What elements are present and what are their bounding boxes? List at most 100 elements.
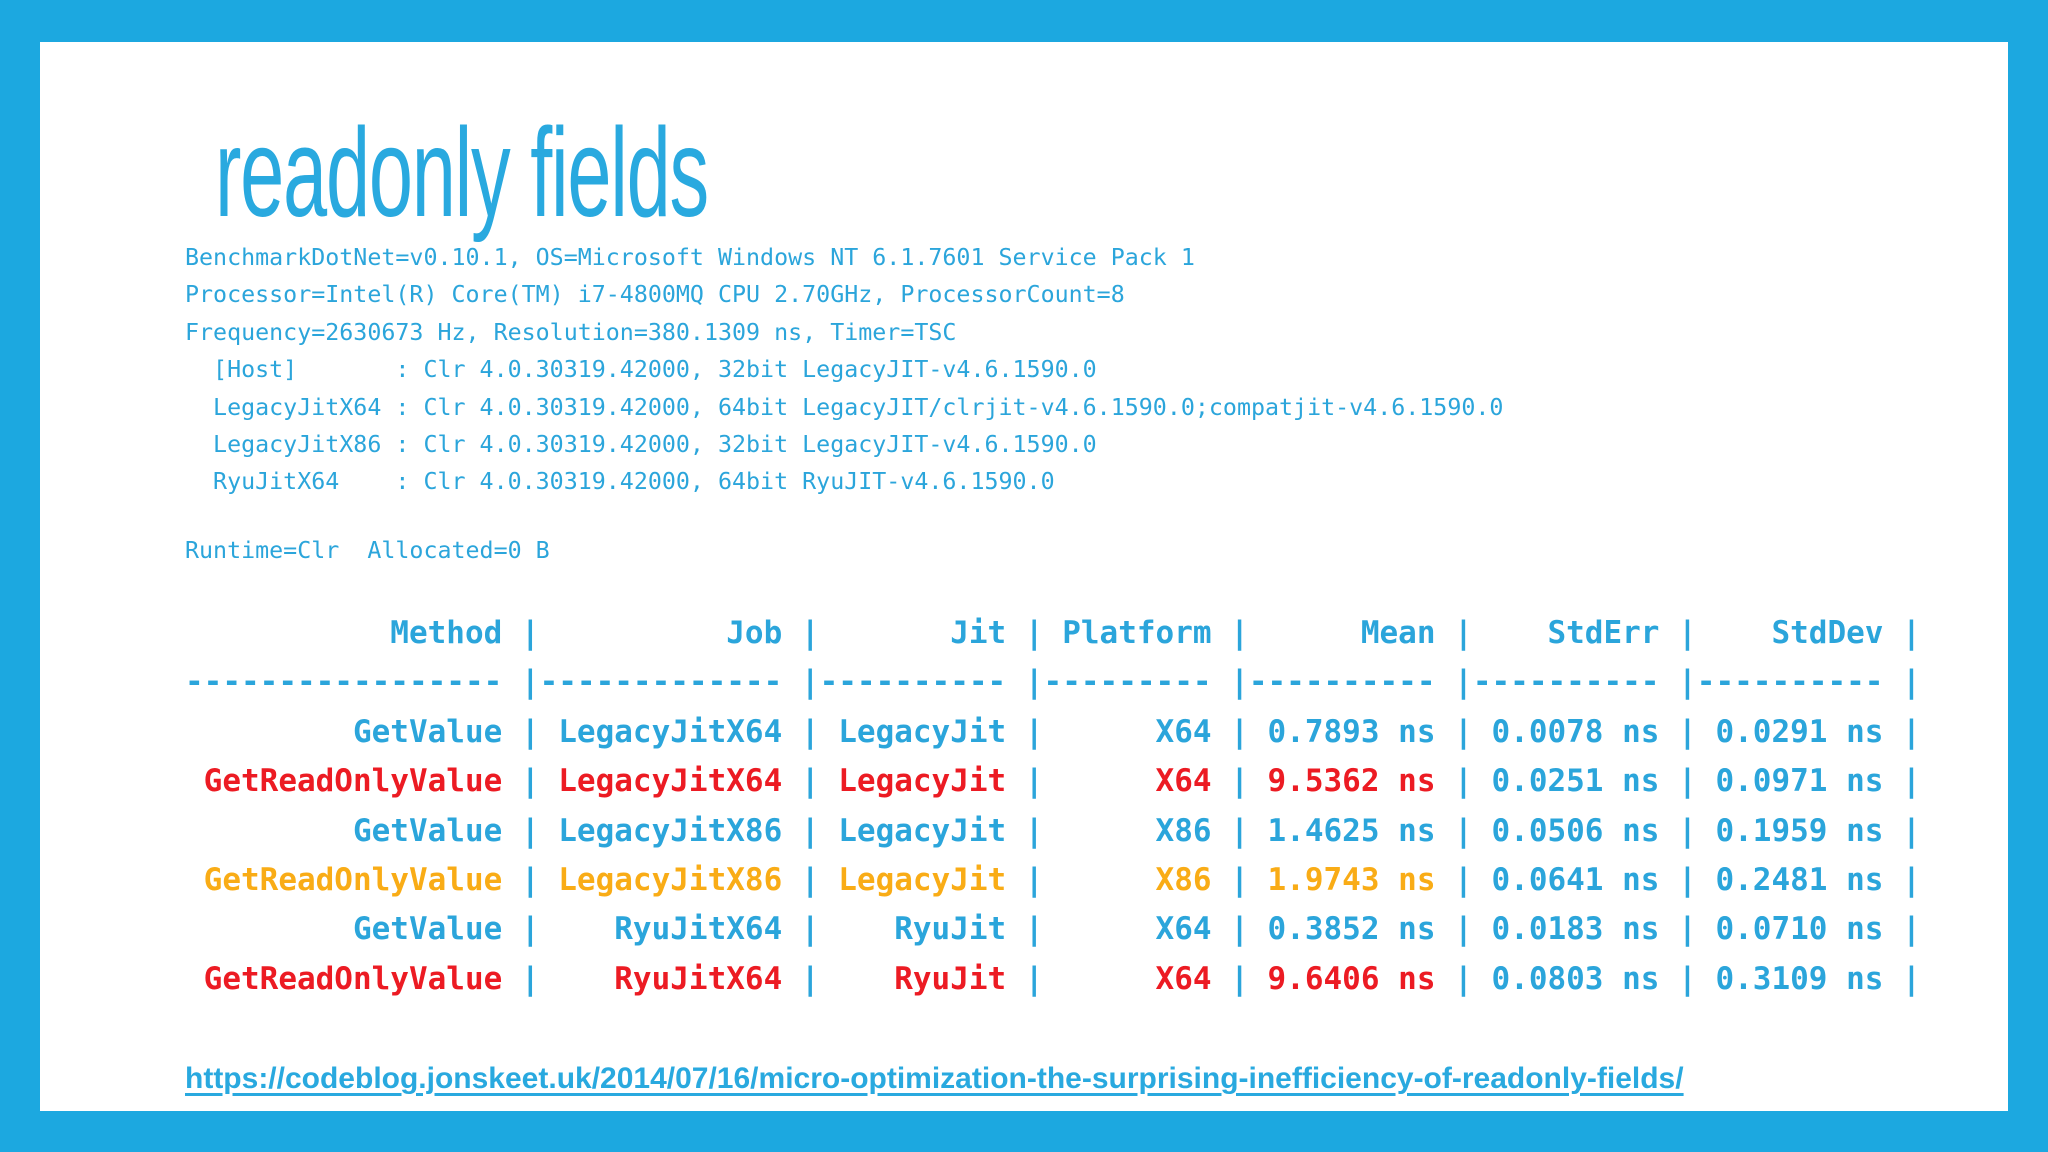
table-cell: LegacyJitX86 <box>539 812 783 849</box>
environment-line: BenchmarkDotNet=v0.10.1, OS=Microsoft Wi… <box>185 244 1195 271</box>
table-cell: LegacyJit <box>819 763 1007 800</box>
column-separator: | <box>1006 960 1044 997</box>
column-separator: | <box>1211 911 1249 948</box>
column-separator: | <box>782 763 820 800</box>
environment-line: LegacyJitX64 : Clr 4.0.30319.42000, 64bi… <box>185 393 1504 421</box>
column-separator: | <box>1659 911 1697 948</box>
table-cell: RyuJit <box>819 911 1007 948</box>
table-cell: 0.2481 ns <box>1696 862 1884 899</box>
source-link[interactable]: https://codeblog.jonskeet.uk/2014/07/16/… <box>185 1062 1684 1095</box>
runtime-summary: Runtime=Clr Allocated=0 B <box>185 537 550 564</box>
column-separator: | <box>502 615 540 651</box>
table-cell: 0.0803 ns <box>1472 960 1660 997</box>
column-separator: | <box>1435 812 1473 849</box>
column-separator: | <box>502 862 540 899</box>
column-header: Platform <box>1043 615 1212 651</box>
table-cell: X64 <box>1043 911 1212 948</box>
column-separator: | <box>1211 615 1249 651</box>
column-header: Job <box>539 615 783 651</box>
table-cell: LegacyJitX64 <box>539 763 783 800</box>
column-header: StdDev <box>1696 615 1884 651</box>
separator-dashes: ---------- <box>819 664 1007 701</box>
table-cell: 0.0251 ns <box>1472 763 1660 800</box>
column-separator: | <box>1883 960 1921 997</box>
table-cell: 0.0710 ns <box>1696 911 1884 948</box>
table-row: GetValue | RyuJitX64 | RyuJit | X64 | 0.… <box>185 905 1921 954</box>
column-header: Jit <box>819 615 1007 651</box>
column-separator: | <box>1659 615 1697 651</box>
column-separator: | <box>1883 615 1921 651</box>
table-row: GetValue | LegacyJitX86 | LegacyJit | X8… <box>185 807 1921 856</box>
column-separator: | <box>1659 812 1697 849</box>
table-cell: 9.5362 ns <box>1248 763 1436 800</box>
separator-dashes: --------- <box>1043 664 1212 701</box>
table-cell: 0.3852 ns <box>1248 911 1436 948</box>
column-separator: | <box>502 911 540 948</box>
column-separator: | <box>1006 664 1044 701</box>
column-header: Mean <box>1248 615 1436 651</box>
column-separator: | <box>502 763 540 800</box>
separator-dashes: ---------- <box>1696 664 1884 701</box>
column-separator: | <box>782 911 820 948</box>
column-separator: | <box>1435 763 1473 800</box>
column-separator: | <box>1211 862 1249 899</box>
column-header: StdErr <box>1472 615 1660 651</box>
table-cell: GetReadOnlyValue <box>185 862 503 899</box>
column-separator: | <box>1659 960 1697 997</box>
column-separator: | <box>782 812 820 849</box>
table-cell: 0.0641 ns <box>1472 862 1660 899</box>
column-separator: | <box>1006 812 1044 849</box>
table-header-row: Method | Job | Jit | Platform | Mean | S… <box>185 609 1921 658</box>
table-cell: LegacyJit <box>819 862 1007 899</box>
column-separator: | <box>782 713 820 750</box>
table-row: GetValue | LegacyJitX64 | LegacyJit | X6… <box>185 708 1921 757</box>
column-separator: | <box>1435 862 1473 899</box>
column-separator: | <box>782 862 820 899</box>
table-cell: GetValue <box>185 812 503 849</box>
environment-line: Processor=Intel(R) Core(TM) i7-4800MQ CP… <box>185 281 1125 309</box>
table-cell: 1.4625 ns <box>1248 812 1436 849</box>
column-separator: | <box>1006 713 1044 750</box>
column-separator: | <box>1659 664 1697 701</box>
table-cell: LegacyJit <box>819 713 1007 750</box>
column-separator: | <box>1659 713 1697 750</box>
column-separator: | <box>1211 812 1249 849</box>
table-cell: 0.3109 ns <box>1696 960 1884 997</box>
column-separator: | <box>502 664 540 701</box>
table-cell: 1.9743 ns <box>1248 862 1436 899</box>
table-cell: 0.0183 ns <box>1472 911 1660 948</box>
table-row: GetReadOnlyValue | LegacyJitX64 | Legacy… <box>185 757 1921 806</box>
column-separator: | <box>782 664 820 701</box>
column-separator: | <box>1883 862 1921 899</box>
benchmark-environment: BenchmarkDotNet=v0.10.1, OS=Microsoft Wi… <box>185 239 1503 501</box>
table-cell: LegacyJitX86 <box>539 862 783 899</box>
column-separator: | <box>1883 812 1921 849</box>
column-separator: | <box>782 960 820 997</box>
separator-dashes: ------------- <box>539 664 783 701</box>
column-separator: | <box>1211 664 1249 701</box>
slide: readonly fields BenchmarkDotNet=v0.10.1,… <box>40 42 2008 1111</box>
table-cell: 0.0078 ns <box>1472 713 1660 750</box>
environment-line: Frequency=2630673 Hz, Resolution=380.130… <box>185 318 957 346</box>
table-cell: 0.0971 ns <box>1696 763 1884 800</box>
table-cell: 0.0291 ns <box>1696 713 1884 750</box>
column-separator: | <box>1211 763 1249 800</box>
environment-line: [Host] : Clr 4.0.30319.42000, 32bit Lega… <box>185 356 1097 384</box>
table-cell: GetValue <box>185 713 503 750</box>
column-separator: | <box>502 713 540 750</box>
table-cell: 0.0506 ns <box>1472 812 1660 849</box>
table-row: GetReadOnlyValue | LegacyJitX86 | Legacy… <box>185 856 1921 905</box>
column-separator: | <box>1006 911 1044 948</box>
table-cell: 0.7893 ns <box>1248 713 1436 750</box>
page-title: readonly fields <box>215 102 709 243</box>
column-separator: | <box>1435 615 1473 651</box>
column-separator: | <box>1006 862 1044 899</box>
separator-dashes: ---------- <box>1472 664 1660 701</box>
column-separator: | <box>1435 713 1473 750</box>
column-separator: | <box>782 615 820 651</box>
table-cell: X64 <box>1043 713 1212 750</box>
benchmark-table: Method | Job | Jit | Platform | Mean | S… <box>185 609 1921 1004</box>
table-cell: GetReadOnlyValue <box>185 763 503 800</box>
column-separator: | <box>1435 911 1473 948</box>
column-header: Method <box>185 615 503 651</box>
